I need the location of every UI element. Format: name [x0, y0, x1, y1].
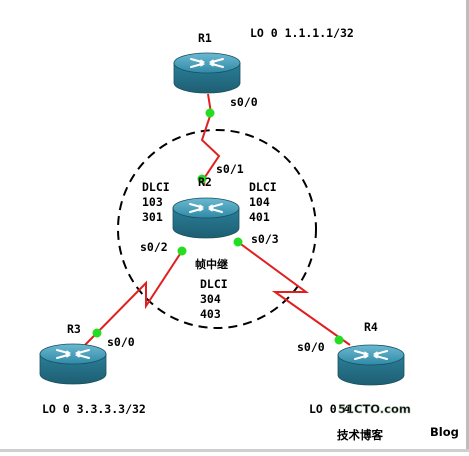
loopback-r1: LO 0 1.1.1.1/32 — [250, 26, 354, 40]
loopback-r4: LO 0 4 — [309, 402, 351, 416]
router-label-r4: R4 — [364, 320, 378, 334]
router-label-r2: R2 — [198, 175, 212, 189]
watermark-blog: Blog — [430, 425, 459, 439]
watermark: 51CTO.com 技术博客 Blog — [337, 402, 459, 442]
port-r2-s03 — [233, 237, 243, 247]
frame-relay-cloud — [117, 129, 317, 329]
router-r2[interactable] — [172, 197, 240, 239]
frame-edge-bottom — [0, 449, 469, 452]
iface-r2-s01: s0/1 — [216, 162, 244, 176]
dlci-bottom-line-1: 304 — [200, 292, 221, 306]
port-r3-s00 — [92, 328, 102, 338]
dlci-bottom-title: DLCI — [200, 277, 228, 291]
frame-relay-label: 帧中继 — [195, 257, 228, 271]
port-r4-s00 — [334, 335, 344, 345]
router-label-r1: R1 — [198, 31, 212, 45]
dlci-right-line-2: 401 — [249, 210, 270, 224]
dlci-left-line-1: 103 — [142, 195, 163, 209]
link-r2-r3 — [84, 250, 183, 346]
iface-r3-s00: s0/0 — [107, 335, 135, 349]
watermark-subtitle: 技术博客 — [337, 428, 383, 442]
router-r3[interactable] — [39, 343, 107, 385]
dlci-bottom-line-2: 403 — [200, 307, 221, 321]
dlci-right-title: DLCI — [249, 180, 277, 194]
iface-r4-s00: s0/0 — [297, 340, 325, 354]
dlci-left-title: DLCI — [142, 180, 170, 194]
dlci-right-line-1: 104 — [249, 195, 270, 209]
iface-r2-s03: s0/3 — [251, 232, 279, 246]
frame-edge-right — [466, 0, 469, 452]
iface-r1-s00: s0/0 — [230, 95, 258, 109]
port-r1-s00 — [205, 108, 215, 118]
iface-r2-s02: s0/2 — [140, 240, 168, 254]
loopback-r3: LO 0 3.3.3.3/32 — [42, 402, 146, 416]
watermark-brand: 51CTO.com — [338, 402, 411, 416]
router-r4[interactable] — [337, 344, 405, 386]
port-r2-s02 — [177, 246, 187, 256]
link-r2-r4 — [237, 241, 351, 346]
router-r1[interactable] — [173, 52, 241, 94]
port-r2-s01 — [197, 174, 207, 184]
router-label-r3: R3 — [67, 322, 81, 336]
dlci-left-line-2: 301 — [142, 210, 163, 224]
